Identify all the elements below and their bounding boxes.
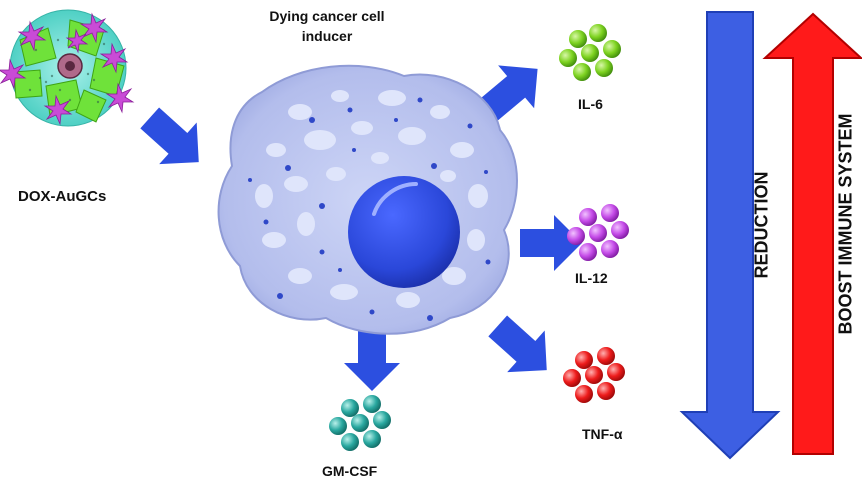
reduction-arrow — [679, 11, 781, 460]
cell-granules — [248, 97, 491, 321]
arrow-to-il6 — [478, 65, 538, 123]
dox-stars — [0, 12, 135, 126]
cell-title: Dying cancer cell inducer — [269, 8, 385, 44]
arrow-dox-to-cell — [140, 107, 199, 165]
cell-vacuoles — [255, 90, 488, 308]
nucleus-highlight — [372, 182, 418, 216]
label-tnf-alpha: TNF-α — [582, 426, 623, 442]
boost-arrow — [762, 12, 862, 455]
label-il12: IL-12 — [575, 270, 608, 286]
arrow-to-gm-csf — [344, 325, 400, 391]
graphene-sheets — [13, 19, 125, 123]
tnf-cluster — [563, 347, 625, 403]
nucleus — [348, 176, 460, 288]
il6-cluster — [559, 24, 621, 81]
label-il6: IL-6 — [578, 96, 603, 112]
il12-cluster — [567, 204, 629, 261]
dox-augc-nanoparticle — [0, 9, 135, 127]
dotted-specks — [28, 38, 106, 104]
arrow-to-il12 — [520, 215, 582, 271]
label-boost-immune-system: BOOST IMMUNE SYSTEM — [835, 113, 856, 335]
arrow-to-tnf — [488, 315, 547, 373]
gm-csf-cluster — [329, 395, 391, 451]
label-reduction: REDUCTION — [751, 171, 772, 279]
label-gm-csf: GM-CSF — [322, 463, 378, 479]
label-dox-augcs: DOX-AuGCs — [18, 188, 107, 205]
dying-cancer-cell — [217, 64, 518, 335]
